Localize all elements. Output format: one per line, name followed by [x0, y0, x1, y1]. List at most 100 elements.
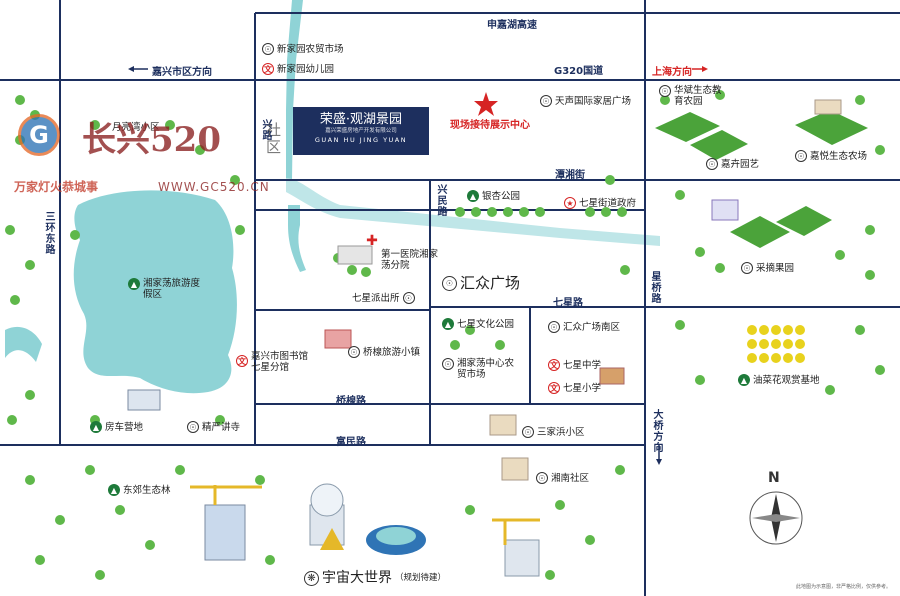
police-icon: ☉: [402, 292, 415, 304]
poi-label: 东郊生态林: [123, 484, 171, 496]
disclaimer: 此地图为示意图，非严格比例，仅供参考。: [796, 584, 892, 590]
poi-yinxing-park[interactable]: ▲银杏公园: [467, 190, 520, 202]
poi-police[interactable]: 七星派出所☉: [352, 292, 415, 304]
buildings: [127, 99, 842, 577]
road-xingqiao: 星桥路: [651, 272, 662, 305]
project-box[interactable]: 荣盛·观湖景园 嘉兴荣盛房地产开发有限公司 GUAN HU JING YUAN: [293, 107, 429, 155]
poi-label: 嘉悦生态农场: [810, 150, 868, 162]
poi-library[interactable]: 文嘉兴市图书馆七星分馆: [236, 351, 311, 373]
poi-label: 七星街道政府: [579, 197, 637, 209]
compass-north: N: [768, 470, 780, 486]
poi-label: 华斌生态教育农园: [674, 85, 722, 107]
poi-huizhong[interactable]: ☉汇众广场: [442, 276, 520, 291]
trees: [5, 90, 885, 580]
school-icon: 文: [548, 359, 560, 371]
river-north: [286, 0, 303, 180]
farm-icon: ☉: [795, 150, 807, 162]
poi-label: 新家园农贸市场: [277, 43, 344, 55]
direction-arrows: [128, 66, 708, 465]
showroom-star: [474, 92, 498, 116]
road-sanhuan-east: 三环东路: [45, 212, 56, 256]
road-xing-left: 兴路: [262, 120, 273, 142]
poi-label: 天声国际家居广场: [555, 95, 632, 107]
project-brand: 荣盛·观湖景园: [319, 112, 403, 127]
camp-icon: ▲: [90, 421, 102, 433]
poi-label: 嘉卉园艺: [721, 158, 760, 170]
shopping-icon: ☉: [262, 43, 274, 55]
watermark-logo: G: [18, 114, 60, 156]
poi-note: （规划待建）: [395, 573, 447, 583]
poi-xinjiayuan-market[interactable]: ☉新家园农贸市场: [262, 43, 344, 55]
poi-label: 精严讲寺: [202, 421, 241, 433]
pond-west: [5, 326, 42, 362]
project-tagline: 嘉兴荣盛房地产开发有限公司: [325, 128, 397, 134]
hospital-cross-icon: ✚: [366, 232, 378, 249]
market-icon: ☉: [442, 358, 454, 370]
project-subtitle: GUAN HU JING YUAN: [314, 136, 408, 144]
poi-sanjiabin[interactable]: ☉三家浜小区: [522, 426, 585, 438]
poi-label: 桥楾旅游小镇: [363, 346, 421, 358]
poi-label: 采摘果园: [756, 262, 795, 274]
poi-qixing-gov[interactable]: ★七星街道政府: [564, 197, 636, 209]
poi-label: 三家浜小区: [537, 426, 585, 438]
poi-jiahui[interactable]: ☉嘉卉园艺: [706, 158, 759, 170]
residential-icon: ☉: [536, 472, 548, 484]
direction-shanghai: 上海方向: [652, 67, 692, 78]
direction-daqiao: 大桥方向: [653, 410, 664, 454]
temple-icon: ☉: [187, 421, 199, 433]
farm-icon: ☉: [659, 85, 671, 97]
poi-dongjiao[interactable]: ▲东郊生态林: [108, 484, 171, 496]
poi-universe[interactable]: ❋宇宙大世界（规划待建）: [304, 571, 446, 586]
road-qiaoyu: 桥楾路: [336, 396, 366, 407]
watermark-name: 长兴520: [82, 120, 221, 160]
poi-hospital[interactable]: ✚第一医院湘家荡分院: [366, 232, 441, 272]
watermark-url: WWW.GC520.CN: [158, 180, 270, 194]
poi-xiangjiadang[interactable]: ▲湘家荡旅游度假区: [128, 278, 205, 300]
poi-label: 湘南社区: [551, 472, 590, 484]
poi-xiangnan[interactable]: ☉湘南社区: [536, 472, 589, 484]
lake-xiangjiadang: [73, 190, 237, 394]
poi-jingyan[interactable]: ☉精严讲寺: [187, 421, 240, 433]
mall-icon: ☉: [442, 276, 457, 291]
river-lower: [288, 205, 306, 272]
poi-label: 宇宙大世界: [322, 570, 392, 586]
poi-label: 月亮湾小区: [112, 122, 160, 133]
farmland-fields: [655, 110, 868, 248]
poi-label: 房车营地: [105, 421, 144, 433]
watermark: G 长兴520 社区 万家灯火恭城事 WWW.GC520.CN: [8, 108, 308, 208]
road-shenjia-expressway: 申嘉湖高速: [487, 20, 537, 31]
poi-label: 嘉兴市图书馆七星分馆: [251, 351, 309, 373]
watermark-slogan: 万家灯火恭城事: [14, 180, 99, 194]
poi-rapeseed[interactable]: ▲油菜花观赏基地: [738, 374, 820, 386]
poi-rv-camp[interactable]: ▲房车营地: [90, 421, 143, 433]
poi-qixing-primary[interactable]: 文七星小学: [548, 382, 601, 394]
school-icon: 文: [262, 63, 274, 75]
school-icon: 文: [548, 382, 560, 394]
government-star-icon: ★: [564, 197, 576, 209]
poi-huabin[interactable]: ☉华斌生态教育农园: [659, 85, 728, 107]
poi-huizhong-south[interactable]: ☉汇众广场南区: [548, 321, 620, 333]
poi-jiayue[interactable]: ☉嘉悦生态农场: [795, 150, 867, 162]
poi-qixing-middle[interactable]: 文七星中学: [548, 359, 601, 371]
galaxy-icon: ❋: [304, 571, 319, 586]
road-g320: G320国道: [554, 66, 604, 77]
poi-label: 七星文化公园: [457, 318, 515, 330]
poi-tiansheng[interactable]: ☉天声国际家居广场: [540, 95, 631, 107]
poi-label: 湘家荡旅游度假区: [143, 278, 201, 300]
poi-xinjiayuan-kg[interactable]: 文新家园幼儿园: [262, 63, 334, 75]
park-icon: ▲: [108, 484, 120, 496]
park-icon: ▲: [128, 278, 140, 290]
poi-qixing-culture[interactable]: ▲七星文化公园: [442, 318, 514, 330]
shopping-icon: ☉: [540, 95, 552, 107]
road-tanxiang: 潭湘街: [555, 170, 585, 181]
poi-caizhai[interactable]: ☉采摘果园: [741, 262, 794, 274]
town-icon: ☉: [348, 346, 360, 358]
poi-qiaolou-town[interactable]: ☉桥楾旅游小镇: [348, 346, 420, 358]
poi-label: 湘家荡中心农贸市场: [457, 358, 515, 380]
poi-xjd-market[interactable]: ☉湘家荡中心农贸市场: [442, 358, 517, 380]
showroom-label: 现场接待展示中心: [450, 120, 530, 131]
compass-rose: [749, 491, 803, 545]
poi-label: 七星中学: [563, 359, 602, 371]
poi-yuexing[interactable]: 月亮湾小区: [112, 122, 160, 133]
